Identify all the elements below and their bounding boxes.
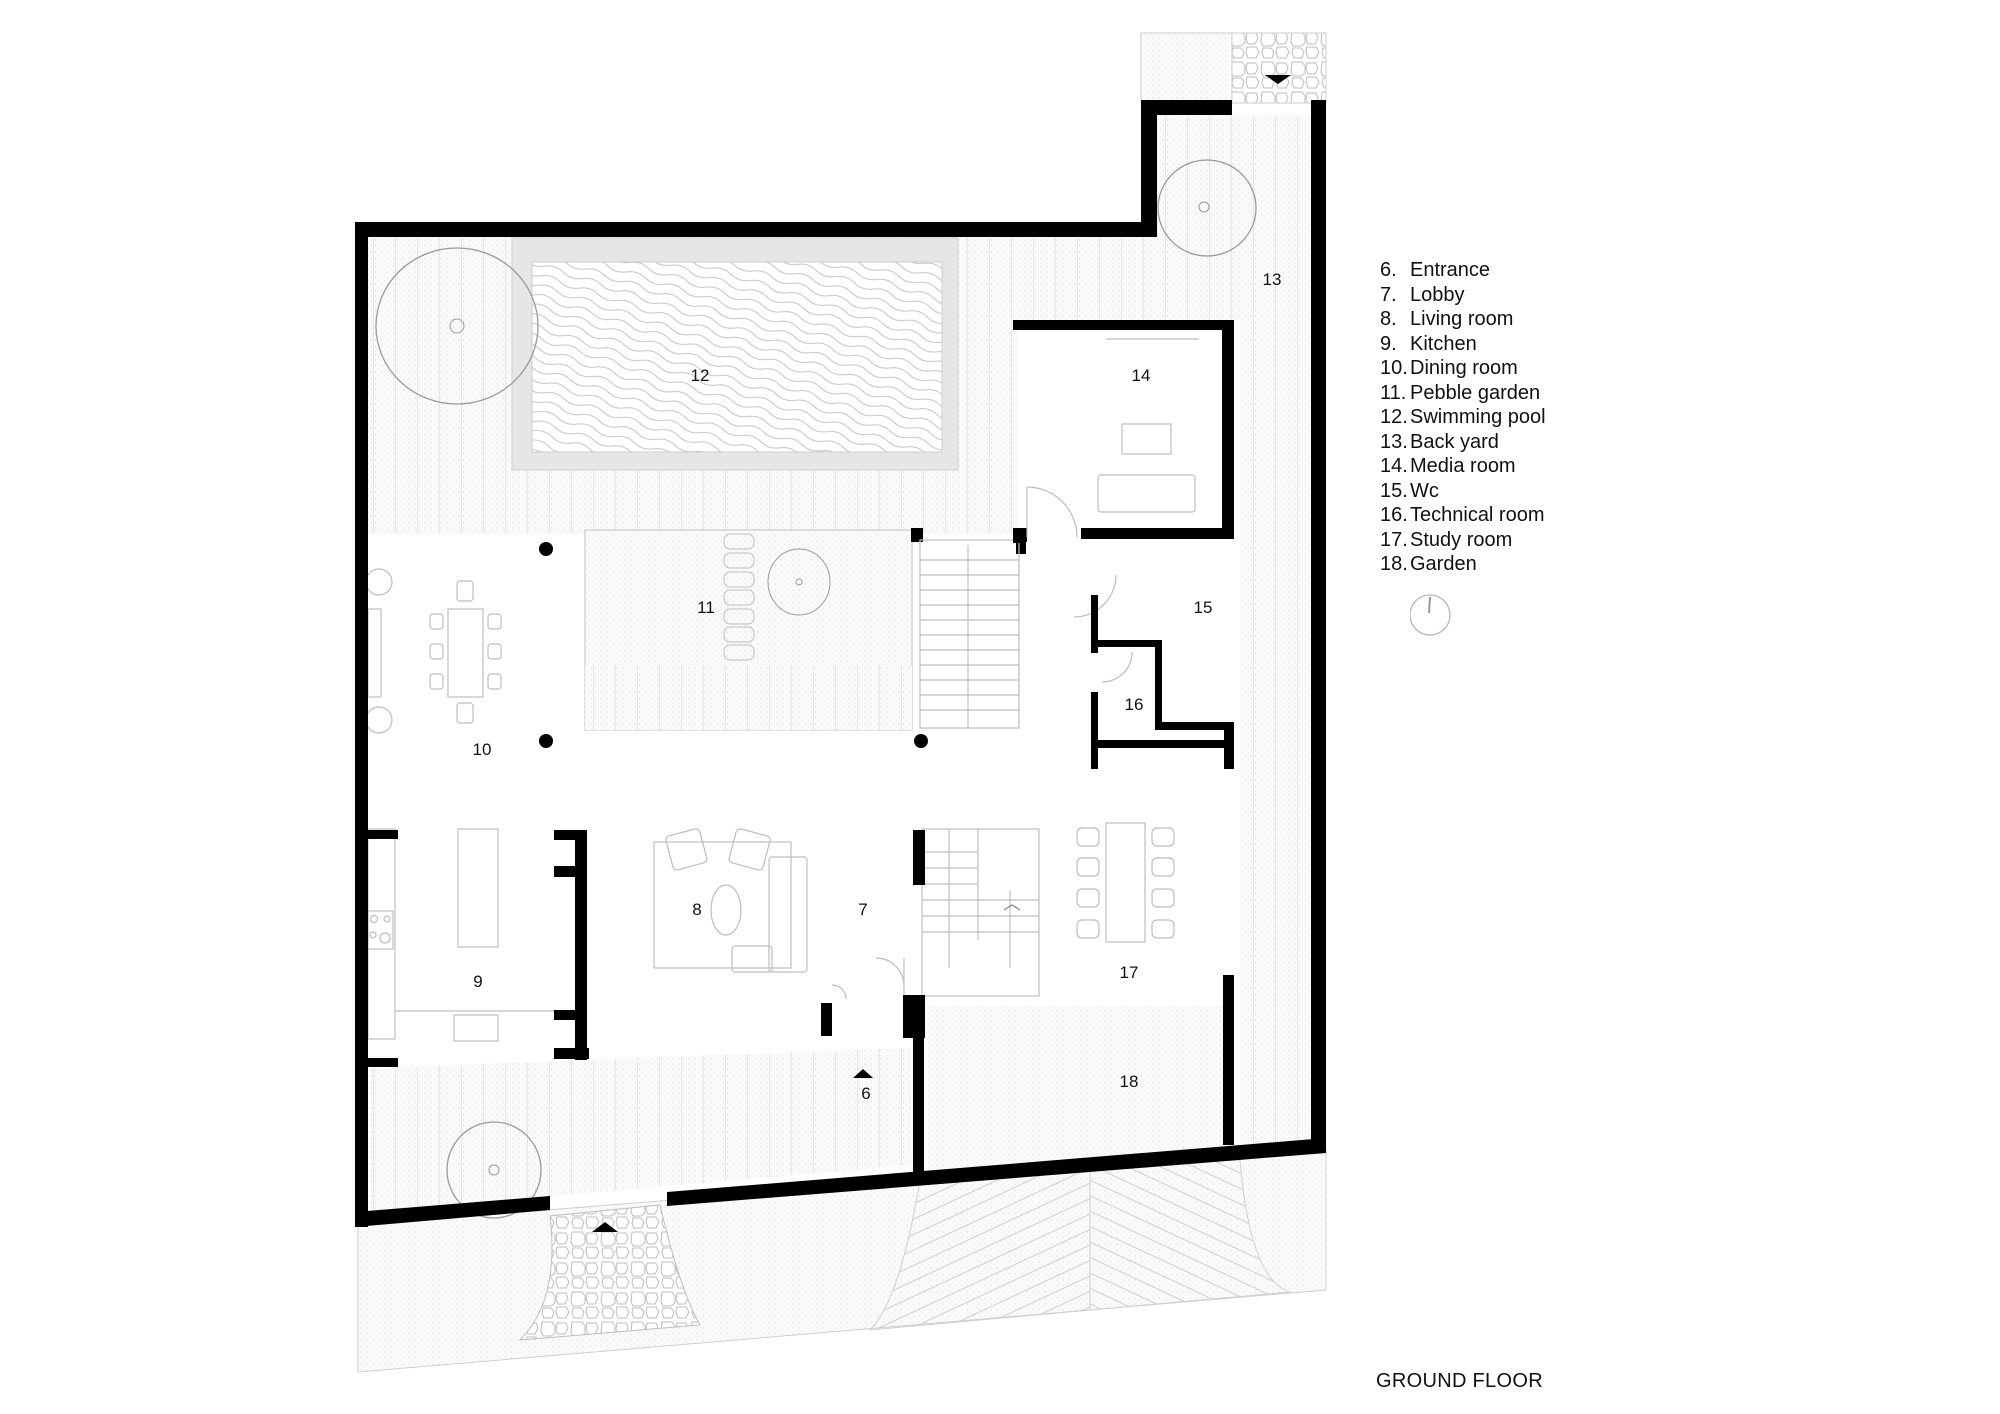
- legend-num: 16.: [1380, 504, 1408, 526]
- rug: [653, 841, 792, 969]
- legend-item: 13.Back yard: [1380, 430, 1546, 455]
- legend-item: 12.Swimming pool: [1380, 405, 1546, 430]
- legend-num: 9.: [1380, 332, 1397, 355]
- walls: [355, 100, 1326, 1227]
- legend-label: Study room: [1410, 528, 1513, 551]
- study-table: [1105, 822, 1146, 943]
- tree-icon: [1157, 159, 1257, 257]
- media-sofa: [1097, 474, 1196, 513]
- room-label-kitchen: 9: [473, 972, 482, 991]
- sofa: [768, 856, 808, 973]
- legend-label: Pebble garden: [1410, 381, 1541, 404]
- legend-num: 11.: [1380, 381, 1407, 404]
- room-label-dining-room: 10: [473, 740, 492, 759]
- tree-icon: [375, 247, 539, 405]
- legend-label: Wc: [1410, 479, 1439, 502]
- legend-item: 10.Dining room: [1380, 356, 1546, 381]
- legend-label: Swimming pool: [1410, 406, 1546, 428]
- legend-label: Living room: [1410, 308, 1514, 330]
- legend-num: 15.: [1380, 479, 1408, 502]
- pebble-garden: [539, 528, 1027, 748]
- dining-table: [447, 608, 484, 698]
- legend-num: 7.: [1380, 283, 1397, 306]
- legend-label: Garden: [1410, 553, 1477, 575]
- north-arrow-icon: [1409, 593, 1451, 636]
- driveway-right: [1089, 1159, 1291, 1311]
- legend-label: Kitchen: [1410, 332, 1477, 355]
- entrance-arrow-icon: [853, 1069, 873, 1078]
- legend-num: 6.: [1380, 259, 1397, 281]
- legend-item: 7. Lobby: [1380, 283, 1546, 308]
- legend-num: 17.: [1380, 528, 1408, 551]
- legend-label: Entrance: [1410, 259, 1491, 281]
- column: [539, 542, 553, 556]
- stone-path-entrance: [518, 1204, 701, 1341]
- room-label-living-room: 8: [692, 900, 701, 919]
- legend-item: 17.Study room: [1380, 528, 1546, 553]
- legend-item: 9. Kitchen: [1380, 332, 1546, 357]
- legend: 6. Entrance 7. Lobby 8. Living room 9. Kitch…: [1380, 258, 1546, 649]
- coffee-table: [710, 884, 742, 936]
- tree-icon: [446, 1121, 542, 1219]
- entrance-arrow-icon: [1265, 75, 1291, 84]
- legend-num: 12.: [1380, 406, 1408, 428]
- media-table: [1121, 423, 1172, 455]
- drawing-title: GROUND FLOOR: [1376, 1370, 1543, 1392]
- column: [914, 734, 928, 748]
- entrance-arrow-icon: [592, 1222, 618, 1232]
- garden-18: [928, 1005, 1228, 1172]
- legend-item: 16.Technical room: [1380, 503, 1546, 528]
- legend-num: 18.: [1380, 553, 1408, 575]
- room-label-garden: 18: [1120, 1072, 1139, 1091]
- stone-path-north: [1231, 32, 1327, 104]
- legend-item: 14.Media room: [1380, 454, 1546, 479]
- room-label-entrance: 6: [861, 1084, 870, 1103]
- yards: [368, 115, 1312, 1219]
- legend-label: Lobby: [1410, 283, 1465, 306]
- tree-icon: [767, 548, 831, 616]
- site-ground: [357, 32, 1327, 1373]
- legend-num: 10.: [1380, 357, 1408, 379]
- legend-label: Technical room: [1410, 504, 1545, 526]
- tree-trunk-icon: [449, 318, 465, 334]
- legend-item: 18.Garden: [1380, 552, 1546, 577]
- room-label-pebble-garden: 11: [697, 598, 715, 617]
- legend-item: 8. Living room: [1380, 307, 1546, 332]
- room-label-study-room: 17: [1120, 963, 1139, 982]
- legend-item: 11.Pebble garden: [1380, 381, 1546, 406]
- legend-num: 8.: [1380, 308, 1397, 330]
- legend-num: 13.: [1380, 430, 1408, 453]
- room-label-back-yard: 13: [1263, 270, 1282, 289]
- room-label-media-room: 14: [1132, 366, 1151, 385]
- room-label-technical-room: 16: [1125, 695, 1144, 714]
- legend-label: Back yard: [1410, 430, 1499, 453]
- room-label-lobby: 7: [858, 900, 867, 919]
- room-label-swimming-pool: 12: [691, 366, 710, 385]
- legend-label: Dining room: [1410, 357, 1518, 379]
- legend-num: 14.: [1380, 455, 1408, 477]
- furniture: [365, 338, 1199, 1042]
- driveway-left: [868, 1164, 1091, 1331]
- legend-label: Media room: [1410, 455, 1516, 477]
- legend-item: 6. Entrance: [1380, 258, 1546, 283]
- column: [539, 734, 553, 748]
- room-label-wc: 15: [1194, 598, 1213, 617]
- kitchen-island: [457, 828, 499, 948]
- legend-item: 15.Wc: [1380, 479, 1546, 504]
